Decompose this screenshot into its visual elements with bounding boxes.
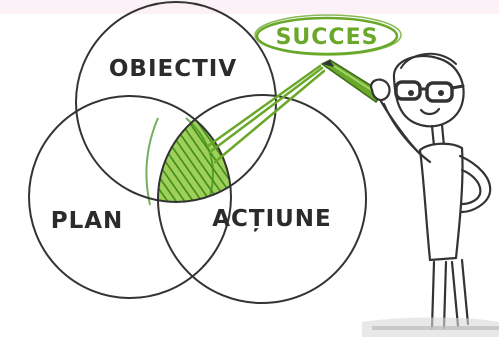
result-label: SUCCES [276, 25, 379, 50]
circle-left [28, 95, 232, 299]
pointer-lines [206, 64, 326, 164]
label-left: PLAN [51, 208, 124, 234]
floor-shadow [362, 317, 499, 337]
label-top: OBIECTIV [109, 56, 237, 82]
stick-figure [370, 52, 492, 330]
result-oval: SUCCES [254, 14, 402, 56]
top-band [0, 0, 499, 14]
intersection-area [158, 96, 231, 202]
circle-right [157, 94, 367, 304]
label-right: ACȚIUNE [212, 206, 332, 232]
